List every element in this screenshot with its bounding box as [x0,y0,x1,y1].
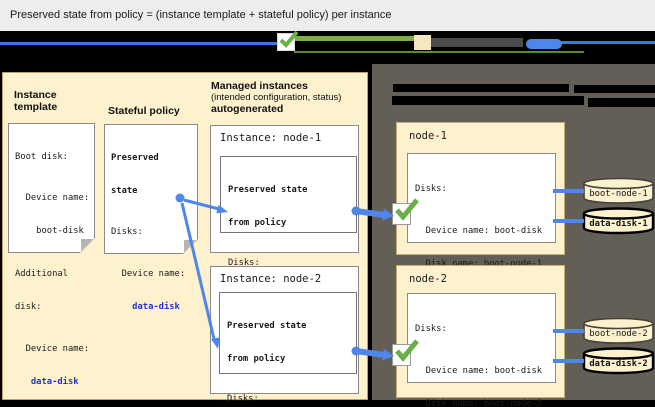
check-icon [395,339,419,362]
note-line: Disks: [111,227,143,237]
instance-title: Instance: node-1 [220,132,322,144]
stateful-policy-label: Stateful policy [108,105,180,117]
redacted-heading-bar [392,96,584,105]
preserved-state-box: Preserved state from policy Disks: Devic… [220,156,357,334]
note-line: Device name: [15,193,90,203]
timeline-green-bar [292,36,418,41]
node-name: node-2 [409,273,447,285]
disk-cylinder-data-disk-1: data-disk-1 [582,207,655,235]
timeline-blue-line-right [558,41,655,44]
timeline-cream-box [414,35,431,50]
device-name-value: data-disk [15,377,79,387]
managed-instance-node-2: Instance: node-2 Preserved state from po… [210,266,359,404]
timeline-blue-pill [526,39,562,49]
disk-cylinder-boot-node-2: boot-node-2 [582,317,655,345]
disk-label: boot-node-1 [589,189,648,199]
node-disks-box: Disks: Device name: boot-disk Disk name:… [407,293,556,407]
note-line: disk: [15,302,42,312]
note-line: Device name: [111,269,186,279]
instance-template-note: Boot disk: Device name: boot-disk Additi… [8,123,95,387]
stateful-config-panel: Instance template Stateful policy Manage… [2,72,368,404]
check-icon [279,30,299,48]
device-name-value: data-disk [111,302,180,312]
redacted-heading-bar [588,98,655,107]
note-line: boot-disk [15,226,84,236]
disk-label: data-disk-1 [589,219,648,229]
vm-node-2-box: node-2 Disks: Device name: boot-disk Dis… [396,265,565,407]
timeline-blue-line-left [0,42,278,45]
redacted-heading-bar [393,84,569,92]
instance-template-label: Instance template [14,89,58,113]
disk-label: data-disk-2 [589,359,648,369]
vm-node-1-box: node-1 Disks: Device name: boot-disk Dis… [396,122,565,343]
note-line: Additional [15,269,68,279]
dogear-cut [80,238,95,253]
note-line: Device name: [15,344,90,354]
redacted-heading-bar [574,85,655,93]
disk-cylinder-data-disk-2: data-disk-2 [582,347,655,375]
page-title: Preserved state from policy = (instance … [10,9,392,21]
cylinder-icon [582,207,655,235]
timeline-checkmark-box [277,30,299,51]
applied-checkmark-node-1 [392,198,419,225]
disk-label: boot-node-2 [589,329,648,339]
preserved-state-box: Preserved state from policy Disks: Devic… [219,292,357,404]
dogear-cut [183,239,198,254]
timeline-green-underline [294,51,584,53]
managed-instances-label: Managed instances (intended configuratio… [211,80,342,115]
timeline-gray-bar [431,38,523,47]
note-title: state [111,186,138,196]
title-bar: Preserved state from policy = (instance … [0,0,655,31]
disk-cylinder-boot-node-1: boot-node-1 [582,177,655,205]
managed-instance-node-1: Instance: node-1 Preserved state from po… [210,125,359,334]
cylinder-icon [582,347,655,375]
note-line: Boot disk: [15,152,68,162]
cylinder-icon [583,177,654,204]
node-name: node-1 [409,130,447,142]
applied-checkmark-node-2 [392,339,419,366]
stateful-policy-note: Preserved state Disks: Device name: data… [104,124,198,312]
note-title: Preserved [111,153,159,163]
check-icon [395,198,419,221]
instance-title: Instance: node-2 [220,273,322,285]
cylinder-icon [583,317,654,344]
node-disks-box: Disks: Device name: boot-disk Disk name:… [407,153,556,343]
